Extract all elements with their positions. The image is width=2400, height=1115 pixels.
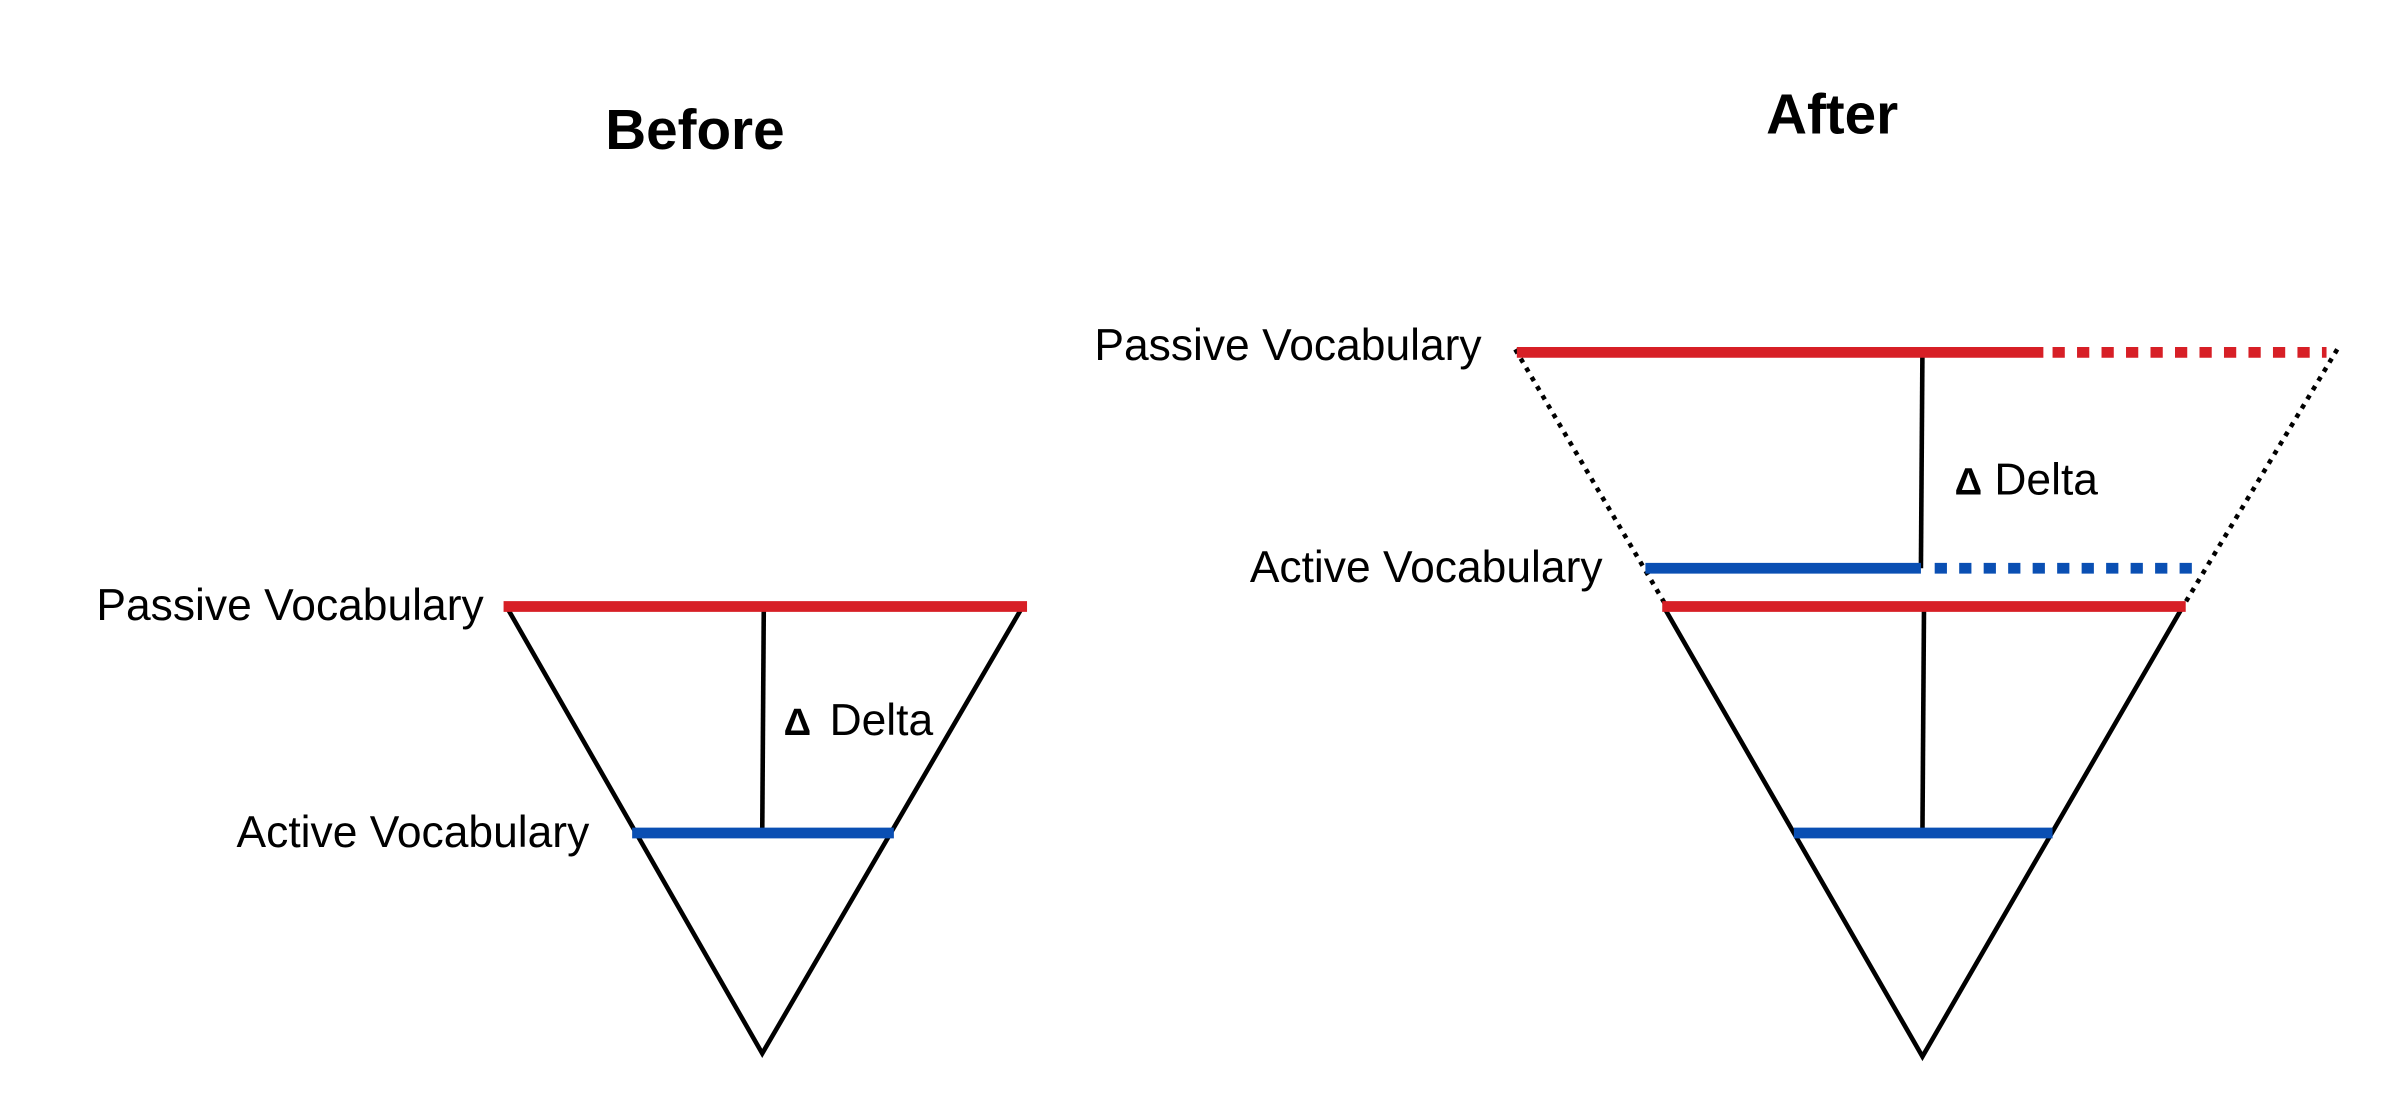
before-passive-label: Passive Vocabulary [96,581,484,630]
after-expanded-left-side [1513,348,1671,611]
after-title: After [1766,84,1898,147]
after-inner-delta-line [1920,609,1927,834]
after-active-label: Active Vocabulary [1250,543,1604,592]
after-triangle [1663,608,2184,1062]
before-active-label: Active Vocabulary [237,808,591,857]
before-triangle [506,608,1023,1059]
before-panel: Before Passive Vocabulary Active Vocabul… [96,99,1028,1059]
before-delta-line [759,609,767,834]
after-passive-label: Passive Vocabulary [1094,321,1482,370]
after-delta-symbol: Δ [1955,461,1983,504]
after-panel: After Passive Vocabulary Active Vocabula… [1094,84,2340,1062]
after-delta-label: Delta [1994,456,2098,505]
after-expanded-right-side [2179,348,2340,611]
before-delta-symbol: Δ [784,701,812,744]
before-title: Before [605,99,784,162]
before-delta-label: Delta [830,696,934,745]
after-delta-line [1918,349,1925,569]
